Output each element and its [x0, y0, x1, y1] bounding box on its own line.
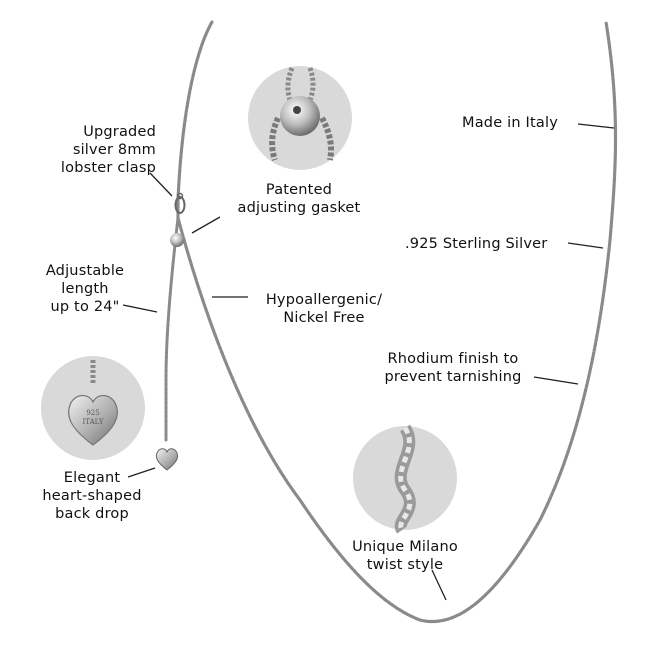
leader-lines [122, 123, 615, 601]
twist-zoom-detail [394, 424, 416, 534]
heart-drop-label: Elegant heart-shaped back drop [42, 470, 142, 522]
gasket-zoom-detail [269, 67, 334, 161]
adjustable-length-label: Adjustable length up to 24" [45, 263, 125, 315]
gasket-bead [170, 233, 184, 247]
heart-drop [155, 448, 179, 471]
made-in-italy-label: Made in Italy [462, 115, 559, 131]
hypoallergenic-label: Hypoallergenic/ Nickel Free [265, 292, 383, 326]
heart-zoom-detail: 925 ITALY [68, 360, 118, 446]
gasket-label: Patented adjusting gasket [237, 182, 361, 216]
rhodium-finish-label: Rhodium finish to prevent tarnishing [384, 351, 522, 385]
svg-text:ITALY: ITALY [83, 418, 104, 426]
clasp-label: Upgraded silver 8mm lobster clasp [60, 124, 156, 176]
sterling-silver-label: .925 Sterling Silver [405, 236, 548, 252]
svg-text:925: 925 [86, 409, 99, 417]
lobster-clasp [174, 192, 186, 214]
milano-twist-label: Unique Milano twist style [352, 539, 458, 573]
